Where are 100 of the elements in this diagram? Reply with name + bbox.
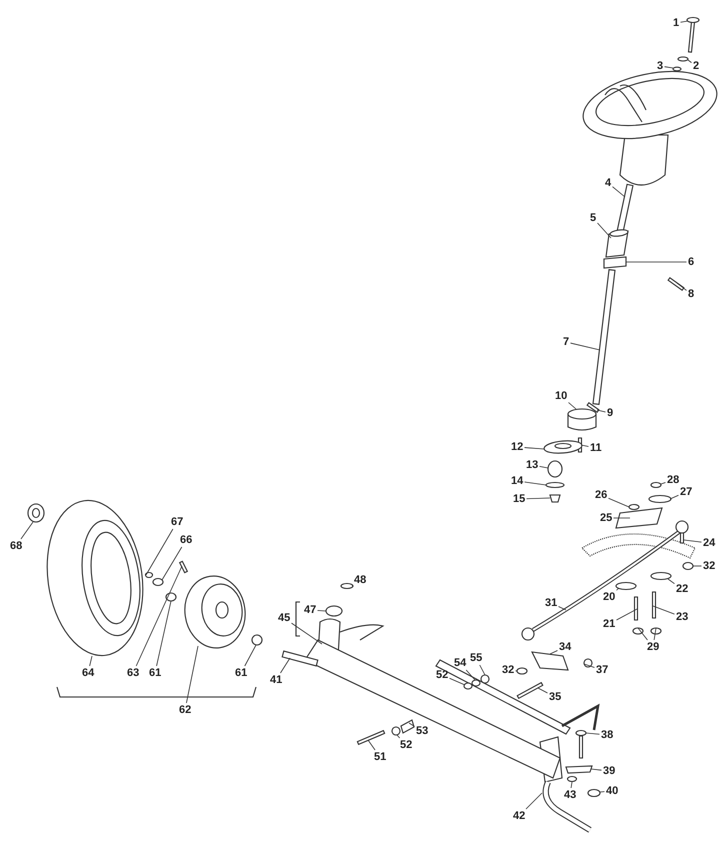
washer bbox=[648, 494, 672, 504]
callout-number: 45 bbox=[278, 612, 290, 624]
callout-number: 61 bbox=[235, 667, 248, 679]
callout-number: 2 bbox=[693, 60, 700, 72]
nut bbox=[587, 788, 601, 798]
leader-line bbox=[616, 608, 638, 620]
leader-line bbox=[280, 658, 290, 674]
leader-line bbox=[558, 606, 566, 610]
leader-line bbox=[466, 670, 476, 680]
callout-number: 63 bbox=[127, 667, 140, 679]
leader-line bbox=[597, 222, 612, 238]
callout-number: 25 bbox=[600, 512, 612, 524]
callout-number: 54 bbox=[454, 657, 466, 669]
plate bbox=[615, 507, 663, 529]
callout-number: 3 bbox=[657, 60, 664, 72]
bolt bbox=[686, 16, 700, 53]
bushing bbox=[251, 634, 263, 646]
nut bbox=[27, 503, 45, 523]
bushing bbox=[165, 592, 177, 602]
callout-number: 61 bbox=[149, 667, 162, 679]
wheel-rim bbox=[184, 576, 246, 648]
callout-number: 21 bbox=[603, 618, 616, 630]
callout-number: 55 bbox=[470, 652, 482, 664]
nut bbox=[566, 776, 578, 782]
nut bbox=[682, 562, 694, 570]
leader-line bbox=[368, 740, 376, 750]
leader-line bbox=[584, 664, 595, 668]
callout-number: 35 bbox=[549, 691, 562, 703]
callout-number: 5 bbox=[590, 212, 596, 224]
leader-line bbox=[568, 402, 576, 410]
callout-number: 7 bbox=[563, 336, 570, 348]
tire bbox=[46, 500, 144, 656]
callout-number: 68 bbox=[10, 540, 22, 552]
leader-line bbox=[688, 60, 692, 64]
callout-number: 23 bbox=[676, 611, 688, 623]
callout-number: 51 bbox=[374, 751, 386, 763]
washer bbox=[152, 578, 164, 586]
leader-line bbox=[538, 688, 548, 694]
leader-line bbox=[479, 664, 486, 676]
bolt bbox=[575, 730, 587, 759]
bushing bbox=[547, 460, 563, 478]
leader-line bbox=[654, 628, 656, 640]
washer bbox=[471, 679, 481, 687]
callout-number: 39 bbox=[603, 765, 616, 777]
nut bbox=[628, 504, 640, 510]
leader-line bbox=[586, 732, 600, 735]
leader-line bbox=[612, 186, 626, 198]
callout-number: 32 bbox=[703, 560, 716, 572]
callout-number: 12 bbox=[511, 441, 524, 453]
callout-number: 24 bbox=[703, 537, 716, 549]
leader-line bbox=[526, 498, 550, 500]
washer bbox=[463, 682, 473, 690]
leader-line bbox=[680, 20, 688, 23]
leader-line bbox=[539, 466, 548, 468]
leader-line bbox=[136, 566, 182, 666]
callout-number: 64 bbox=[82, 667, 94, 679]
washer bbox=[144, 572, 154, 578]
leader-line bbox=[616, 588, 620, 591]
coupling bbox=[603, 256, 627, 269]
leader-line bbox=[162, 546, 182, 580]
callout-number: 29 bbox=[647, 641, 660, 653]
callout-number: 52 bbox=[400, 739, 412, 751]
leader-line bbox=[684, 540, 702, 542]
callout-number: 11 bbox=[590, 442, 602, 454]
leader-line bbox=[524, 447, 544, 450]
callout-number: 26 bbox=[595, 489, 608, 501]
washer bbox=[672, 66, 682, 72]
pin bbox=[667, 277, 685, 291]
callout-number: 67 bbox=[171, 516, 184, 528]
washer bbox=[545, 482, 565, 488]
leader-line bbox=[449, 678, 466, 686]
leader-line bbox=[590, 768, 602, 771]
leader-line bbox=[396, 734, 400, 738]
leader-line bbox=[660, 482, 666, 484]
callout-number: 40 bbox=[606, 785, 618, 797]
callout-number: 10 bbox=[555, 390, 568, 402]
sleeve bbox=[400, 719, 415, 734]
leader-line bbox=[652, 606, 675, 615]
callout-number: 32 bbox=[502, 664, 514, 676]
callout-number: 1 bbox=[673, 17, 680, 29]
leader-line bbox=[664, 66, 674, 68]
leader-line bbox=[317, 610, 326, 612]
callout-number: 28 bbox=[667, 474, 680, 486]
bolt bbox=[516, 682, 544, 700]
callout-number: 41 bbox=[270, 674, 282, 686]
washer bbox=[391, 726, 401, 736]
pin bbox=[586, 402, 600, 413]
leader-line bbox=[570, 782, 572, 788]
valve bbox=[178, 560, 188, 574]
leader-line bbox=[676, 282, 687, 291]
leader-line bbox=[600, 791, 605, 792]
callout-number: 15 bbox=[513, 493, 526, 505]
leader-line bbox=[570, 342, 600, 350]
leader-line bbox=[146, 528, 174, 576]
bolt bbox=[356, 730, 386, 746]
leader-line bbox=[408, 722, 415, 727]
callout-number: 27 bbox=[680, 486, 692, 498]
leader-line bbox=[526, 792, 542, 810]
callout-number: 62 bbox=[179, 704, 192, 716]
clip bbox=[340, 582, 354, 590]
